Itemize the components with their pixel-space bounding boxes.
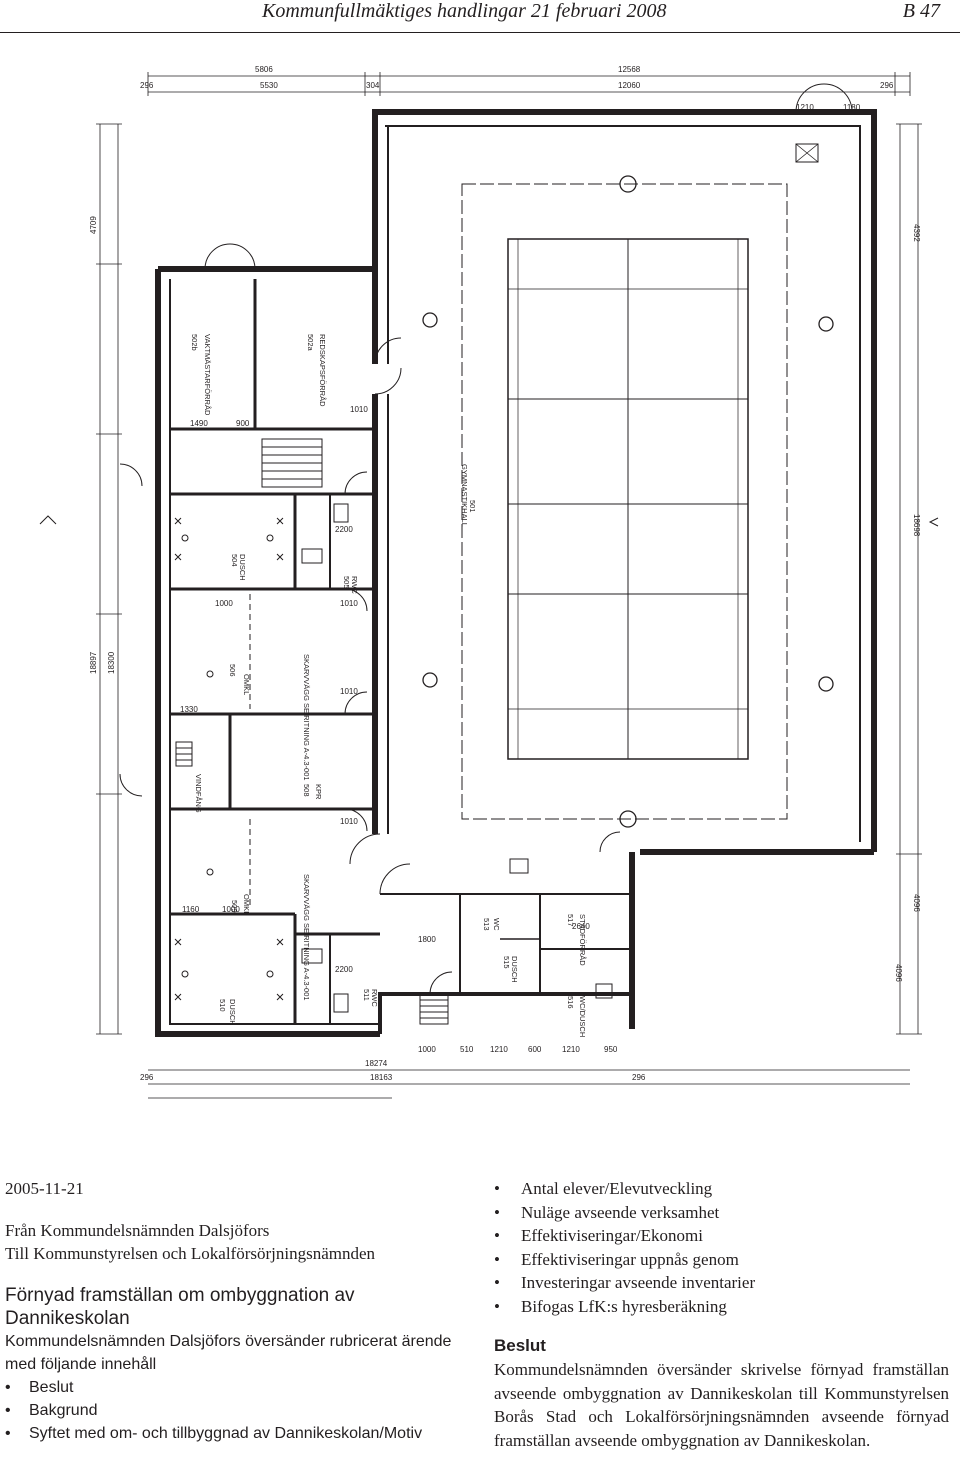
- svg-text:600: 600: [528, 1045, 542, 1054]
- svg-text:18897: 18897: [89, 651, 98, 674]
- list-item: Nuläge avseende verksamhet: [494, 1201, 949, 1225]
- svg-text:1010: 1010: [350, 405, 368, 414]
- list-item: Investeringar avseende inventarier: [494, 1271, 949, 1295]
- svg-text:1210: 1210: [562, 1045, 580, 1054]
- svg-text:513: 513: [482, 918, 491, 931]
- svg-text:501: 501: [468, 500, 477, 513]
- svg-text:STÄDFÖRRÅD: STÄDFÖRRÅD: [578, 914, 587, 966]
- svg-text:12568: 12568: [618, 65, 641, 74]
- svg-text:1000: 1000: [418, 1045, 436, 1054]
- svg-text:18300: 18300: [107, 651, 116, 674]
- svg-text:1180: 1180: [843, 103, 861, 112]
- svg-text:1000: 1000: [215, 599, 233, 608]
- svg-text:1000: 1000: [222, 905, 240, 914]
- svg-text:1160: 1160: [182, 905, 200, 914]
- left-column: 2005-11-21 Från Kommundelsnämnden Dalsjö…: [5, 1177, 461, 1445]
- contents-list: Beslut Bakgrund Syftet med om- och tillb…: [5, 1376, 461, 1445]
- svg-text:WC/DUSCH: WC/DUSCH: [578, 996, 587, 1037]
- svg-text:1330: 1330: [180, 705, 198, 714]
- svg-text:2200: 2200: [335, 525, 353, 534]
- svg-text:1010: 1010: [340, 817, 358, 826]
- svg-text:506: 506: [228, 664, 237, 677]
- svg-text:515: 515: [502, 956, 511, 969]
- header-rule: [0, 32, 960, 33]
- sender-line: Från Kommundelsnämnden Dalsjöfors: [5, 1220, 270, 1240]
- svg-text:4096: 4096: [912, 894, 921, 912]
- svg-text:SKARVVÄGG SE RITNING A-4.3-001: SKARVVÄGG SE RITNING A-4.3-001: [302, 654, 311, 781]
- svg-text:511: 511: [362, 989, 371, 1001]
- list-item: Syftet med om- och tillbyggnad av Dannik…: [5, 1422, 461, 1445]
- svg-text:GYMNASTIKHALL: GYMNASTIKHALL: [460, 464, 469, 527]
- svg-text:VAKTMÄSTARFÖRRÅD: VAKTMÄSTARFÖRRÅD: [203, 334, 212, 416]
- svg-text:4096: 4096: [894, 964, 903, 982]
- svg-text:18163: 18163: [370, 1073, 393, 1082]
- svg-text:RWC: RWC: [370, 989, 379, 1007]
- svg-text:502b: 502b: [190, 334, 199, 351]
- svg-text:950: 950: [604, 1045, 618, 1054]
- svg-text:510: 510: [460, 1045, 474, 1054]
- page-header: Kommunfullmäktiges handlingar 21 februar…: [0, 0, 960, 28]
- svg-text:1490: 1490: [190, 419, 208, 428]
- svg-text:900: 900: [236, 419, 250, 428]
- list-item: Beslut: [5, 1376, 461, 1399]
- svg-text:4392: 4392: [912, 224, 921, 242]
- svg-text:505: 505: [342, 576, 351, 589]
- svg-text:REDSKAPSFÖRRÅD: REDSKAPSFÖRRÅD: [318, 334, 327, 407]
- svg-text:516: 516: [566, 996, 575, 1009]
- svg-text:SKARVVÄGG SE RITNING A-4.3-001: SKARVVÄGG SE RITNING A-4.3-001: [302, 874, 311, 1001]
- svg-text:DUSCH: DUSCH: [238, 554, 247, 581]
- svg-text:OMKL: OMKL: [242, 894, 251, 915]
- decision-text: Kommundelsnämnden översänder skrivelse f…: [494, 1360, 949, 1450]
- floor-plan: 5806 12568 296 5530 304 12060 296 1210 1…: [39, 65, 939, 1099]
- svg-text:OMKL: OMKL: [242, 674, 251, 695]
- svg-text:517: 517: [566, 914, 575, 927]
- document-date: 2005-11-21: [5, 1179, 84, 1198]
- svg-text:1210: 1210: [490, 1045, 508, 1054]
- svg-text:296: 296: [140, 1073, 154, 1082]
- article-heading: Förnyad framställan om ombyggnation av D…: [5, 1284, 355, 1329]
- svg-text:5530: 5530: [260, 81, 278, 90]
- list-item: Bifogas LfK:s hyresberäkning: [494, 1295, 949, 1319]
- list-item: Effektiviseringar uppnås genom: [494, 1248, 949, 1272]
- contents-list-continued: Antal elever/Elevutveckling Nuläge avsee…: [494, 1177, 949, 1318]
- svg-text:508: 508: [302, 784, 311, 797]
- svg-text:296: 296: [632, 1073, 646, 1082]
- svg-text:296: 296: [880, 81, 894, 90]
- svg-text:WC: WC: [492, 918, 501, 931]
- list-item: Effektiviseringar/Ekonomi: [494, 1224, 949, 1248]
- svg-text:1010: 1010: [340, 687, 358, 696]
- svg-text:DUSCH: DUSCH: [228, 999, 237, 1026]
- svg-text:510: 510: [218, 999, 227, 1012]
- svg-text:RWC: RWC: [350, 576, 359, 594]
- svg-text:DUSCH: DUSCH: [510, 956, 519, 983]
- list-item: Antal elever/Elevutveckling: [494, 1177, 949, 1201]
- svg-text:304: 304: [366, 81, 380, 90]
- svg-text:502a: 502a: [306, 334, 315, 352]
- list-item: Bakgrund: [5, 1399, 461, 1422]
- svg-text:504: 504: [230, 554, 239, 567]
- svg-text:12060: 12060: [618, 81, 641, 90]
- svg-text:1800: 1800: [418, 935, 436, 944]
- svg-text:18274: 18274: [365, 1059, 388, 1068]
- right-column: Antal elever/Elevutveckling Nuläge avsee…: [494, 1177, 949, 1452]
- svg-text:296: 296: [140, 81, 154, 90]
- publication-title: Kommunfullmäktiges handlingar 21 februar…: [262, 0, 667, 22]
- svg-text:VINDFÅNG: VINDFÅNG: [194, 774, 203, 813]
- svg-text:509: 509: [230, 900, 239, 913]
- intro-paragraph: Kommundelsnämnden Dalsjöfors översänder …: [5, 1332, 452, 1373]
- page-number: B 47: [902, 0, 940, 22]
- svg-text:18698: 18698: [912, 514, 921, 537]
- svg-text:4709: 4709: [89, 216, 98, 234]
- svg-text:1010: 1010: [340, 599, 358, 608]
- decision-heading: Beslut: [494, 1336, 546, 1355]
- svg-text:1210: 1210: [796, 103, 814, 112]
- recipient-line: Till Kommunstyrelsen och Lokalförsörjnin…: [5, 1244, 376, 1263]
- svg-text:KPR: KPR: [314, 784, 323, 800]
- svg-text:5806: 5806: [255, 65, 273, 74]
- svg-text:2200: 2200: [335, 965, 353, 974]
- svg-text:2640: 2640: [572, 922, 590, 931]
